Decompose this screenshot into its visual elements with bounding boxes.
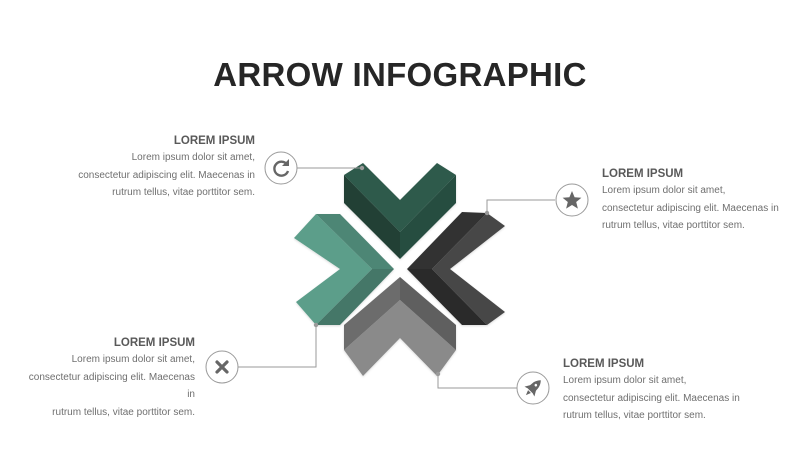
block-line: Lorem ipsum dolor sit amet, bbox=[602, 185, 726, 196]
block-line: consectetur adipiscing elit. Maecenas in bbox=[78, 169, 255, 181]
connectors bbox=[238, 165, 555, 389]
block-line: Lorem ipsum dolor sit amet, bbox=[563, 375, 687, 386]
connector-line bbox=[437, 374, 517, 389]
close-icon bbox=[215, 360, 229, 374]
block-line: Lorem ipsum dolor sit amet, bbox=[71, 354, 195, 365]
connector-line bbox=[486, 199, 555, 213]
block-heading: LOREM IPSUM bbox=[113, 337, 195, 349]
arrow-right bbox=[407, 212, 505, 325]
icon-circle-close bbox=[205, 350, 239, 384]
block-line: rutrum tellus, vitae porttitor sem. bbox=[563, 410, 706, 421]
block-line: consectetur adipiscing elit. Maecenas in bbox=[563, 392, 740, 404]
arrow-top-side bbox=[400, 175, 456, 259]
arrow-top-face bbox=[344, 163, 456, 232]
block-heading: LOREM IPSUM bbox=[173, 135, 255, 147]
star-icon bbox=[562, 191, 582, 209]
arrow-right-face bbox=[432, 213, 505, 325]
block-line: rutrum tellus, vitae porttitor sem. bbox=[112, 187, 255, 198]
arrow-top bbox=[344, 163, 456, 259]
block-heading: LOREM IPSUM bbox=[563, 358, 645, 370]
icon-circle-rocket bbox=[516, 371, 550, 405]
connector-dot bbox=[484, 210, 490, 216]
rocket-icon bbox=[524, 380, 541, 397]
connector-dot bbox=[359, 165, 365, 171]
arrow-left-side bbox=[316, 214, 394, 269]
text-block-bottom-right: LOREM IPSUM Lorem ipsum dolor sit amet, … bbox=[563, 357, 753, 425]
arrow-left bbox=[294, 214, 394, 325]
arrow-top-side bbox=[344, 175, 400, 259]
page-title: ARROW INFOGRAPHIC bbox=[213, 56, 587, 93]
text-block-top-left: LOREM IPSUM Lorem ipsum dolor sit amet, … bbox=[40, 134, 255, 202]
icon-circle-star bbox=[555, 183, 589, 217]
connector-dot bbox=[435, 371, 441, 377]
block-line: rutrum tellus, vitae porttitor sem. bbox=[602, 220, 745, 231]
arrow-right-side bbox=[407, 212, 487, 269]
block-line: Lorem ipsum dolor sit amet, bbox=[131, 152, 255, 163]
arrow-bottom-side bbox=[344, 277, 400, 350]
connector-line bbox=[238, 325, 317, 368]
arrow-right-side bbox=[407, 269, 487, 325]
text-block-bottom-left: LOREM IPSUM Lorem ipsum dolor sit amet, … bbox=[20, 336, 195, 421]
block-line: rutrum tellus, vitae porttitor sem. bbox=[52, 406, 195, 418]
text-block-top-right: LOREM IPSUM Lorem ipsum dolor sit amet, … bbox=[602, 167, 792, 235]
block-heading: LOREM IPSUM bbox=[602, 168, 684, 180]
icon-circle-refresh bbox=[264, 151, 298, 185]
block-line: consectetur adipiscing elit. Maecenas in bbox=[28, 371, 195, 401]
arrow-bottom-face bbox=[344, 300, 456, 376]
arrow-left-face bbox=[294, 214, 372, 325]
connector-dot bbox=[313, 322, 319, 328]
block-line: consectetur adipiscing elit. Maecenas in bbox=[602, 202, 779, 214]
arrow-bottom bbox=[344, 277, 456, 376]
arrow-bottom-side bbox=[400, 277, 456, 350]
arrow-left-side bbox=[316, 269, 394, 325]
refresh-icon bbox=[273, 159, 290, 177]
